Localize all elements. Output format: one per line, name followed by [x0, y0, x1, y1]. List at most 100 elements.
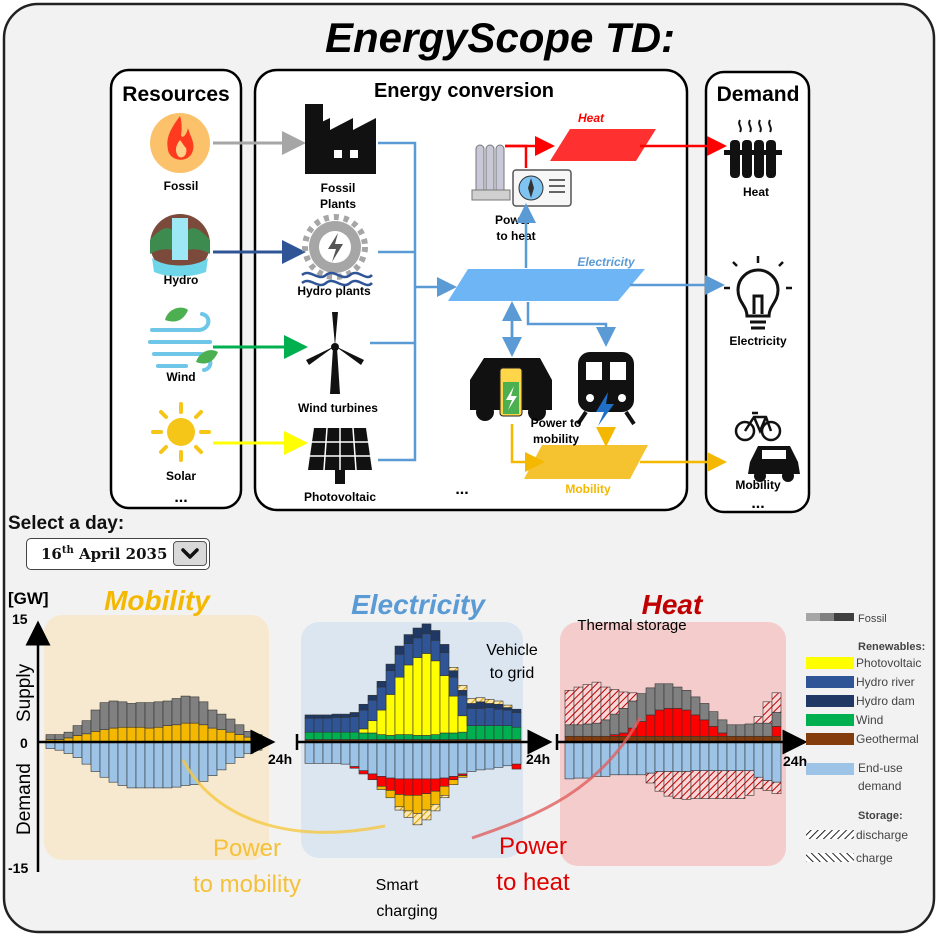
conversion-ellipsis: ...	[455, 481, 468, 498]
bar-mobility-fossil-23	[243, 731, 254, 738]
bar-heat-end-use-demand-17	[708, 741, 719, 772]
bar-electricity-vehicle-to-grid-20	[475, 697, 486, 703]
bar-electricity-power-to-mobility-18	[457, 775, 468, 778]
bar-electricity-end-use-demand-22	[493, 741, 504, 768]
bar-electricity-vehicle-to-grid-17	[448, 667, 459, 671]
legend-fossil-swatch-2	[820, 613, 834, 621]
bar-heat-fossil-4	[591, 722, 602, 737]
bar-heat-fossil-10	[645, 687, 656, 716]
bar-mobility-power-to-mobility-13	[153, 726, 164, 743]
bar-heat-fossil-13	[672, 686, 683, 709]
day-select[interactable]: 16th April 2035	[26, 538, 210, 570]
bar-electricity-wind-3	[322, 731, 333, 740]
bar-electricity-end-use-demand-16	[439, 741, 450, 779]
lightbulb-icon	[724, 256, 792, 330]
bar-electricity-power-to-mobility-9	[376, 785, 387, 790]
car-icon	[748, 446, 800, 482]
bar-electricity-end-use-demand-8	[367, 741, 378, 775]
bar-mobility-power-to-mobility-12	[144, 727, 155, 743]
bar-electricity-hydro-river-15	[430, 640, 441, 662]
bar-heat-end-use-demand-16	[699, 741, 710, 772]
bar-electricity-hydro-river-4	[331, 717, 342, 733]
bar-mobility-end-use-demand-7	[99, 741, 110, 778]
bar-mobility-fossil-6	[90, 709, 101, 732]
chevron-down-icon[interactable]	[173, 541, 207, 566]
bar-heat-thermal-storage-discharge-7	[618, 691, 629, 709]
bar-electricity-wind-20	[475, 725, 486, 740]
bar-electricity-wind-18	[457, 731, 468, 740]
bar-electricity-wind-4	[331, 731, 342, 740]
bar-electricity-power-to-mobility-17	[448, 779, 459, 785]
bar-electricity-hydro-dam-23	[502, 707, 513, 711]
bar-electricity-end-use-demand-13	[412, 741, 423, 780]
bar-heat-end-use-demand-2	[573, 741, 584, 779]
bar-mobility-end-use-demand-9	[117, 741, 128, 786]
bar-electricity-power-to-heat-9	[376, 776, 387, 787]
bar-heat-thermal-storage-discharge-1	[564, 690, 575, 726]
bar-electricity-hydro-dam-6	[349, 712, 360, 717]
bar-heat-end-use-demand-18	[717, 741, 728, 772]
bar-electricity-wind-2	[313, 731, 324, 740]
bar-mobility-power-to-mobility-17	[189, 722, 200, 743]
bar-electricity-end-use-demand-14	[421, 741, 432, 780]
demand-heading: Demand	[717, 83, 800, 106]
bar-mobility-fossil-5	[81, 720, 92, 735]
bicycle-icon	[734, 411, 782, 442]
bar-heat-thermal-storage-charge-22	[753, 776, 764, 790]
bar-electricity-photovoltaic-12	[403, 664, 414, 735]
bar-heat-fossil-1	[564, 724, 575, 737]
legend-hydro-dam-label: Hydro dam	[856, 694, 915, 708]
bar-mobility-end-use-demand-10	[126, 741, 137, 789]
bar-heat-thermal-storage-charge-14	[681, 771, 692, 800]
bar-electricity-wind-21	[484, 725, 495, 740]
bar-electricity-hydro-river-7	[358, 709, 369, 730]
select-day-label: Select a day:	[8, 513, 125, 534]
resource-label-wind: Wind	[166, 370, 195, 384]
bar-heat-end-use-demand-14	[681, 741, 692, 772]
bar-electricity-hydro-dam-10	[385, 663, 396, 671]
legend-hydro-river-swatch	[806, 676, 854, 688]
bar-heat-power-to-heat-16	[699, 719, 710, 737]
bar-electricity-end-use-demand-12	[403, 741, 414, 780]
bar-heat-power-to-heat-18	[717, 732, 728, 737]
bar-heat-fossil-3	[582, 723, 593, 737]
v2g-annotation-1: Vehicle	[486, 642, 538, 659]
bar-heat-thermal-storage-charge-18	[717, 770, 728, 799]
bar-mobility-end-use-demand-5	[81, 741, 92, 765]
bar-heat-thermal-storage-charge-16	[699, 770, 710, 799]
bar-electricity-hydro-dam-3	[322, 714, 333, 719]
bar-electricity-hydro-river-12	[403, 643, 414, 666]
bar-mobility-end-use-demand-19	[207, 741, 218, 776]
demand-label-mobility: Mobility	[735, 478, 781, 492]
bar-electricity-hydro-dam-18	[457, 690, 468, 696]
bar-heat-fossil-24	[771, 712, 782, 727]
bar-heat-fossil-20	[735, 724, 746, 737]
bar-heat-thermal-storage-discharge-3	[582, 684, 593, 725]
bar-electricity-photovoltaic-18	[457, 715, 468, 733]
legend-geothermal-label: Geothermal	[856, 732, 919, 746]
bar-electricity-hydro-river-3	[322, 717, 333, 733]
bar-electricity-wind-1	[304, 731, 315, 740]
bar-electricity-hydro-dam-17	[448, 670, 459, 678]
bar-mobility-fossil-20	[216, 713, 227, 730]
bar-heat-thermal-storage-discharge-5	[600, 686, 611, 721]
bar-electricity-hydro-dam-14	[421, 623, 432, 635]
bar-heat-end-use-demand-3	[582, 741, 593, 779]
resource-label-fossil: Fossil	[164, 179, 199, 193]
legend-fossil-swatch-1	[806, 613, 820, 621]
bar-mobility-power-to-mobility-18	[198, 724, 209, 743]
bar-electricity-end-use-demand-4	[331, 741, 342, 764]
bar-electricity-hydro-dam-19	[466, 703, 477, 709]
bar-electricity-power-to-heat-15	[430, 778, 441, 792]
bar-electricity-wind-11	[394, 734, 405, 740]
bar-electricity-vehicle-to-grid-18	[457, 685, 468, 691]
bar-mobility-fossil-18	[198, 701, 209, 726]
bar-heat-thermal-storage-discharge-4	[591, 681, 602, 724]
wind-icon	[148, 307, 218, 372]
mobility-x-end-label: 24h	[268, 751, 292, 767]
bar-electricity-hydro-river-11	[394, 653, 405, 678]
bar-mobility-power-to-mobility-10	[126, 726, 137, 743]
bar-heat-thermal-storage-discharge-8	[627, 692, 638, 702]
